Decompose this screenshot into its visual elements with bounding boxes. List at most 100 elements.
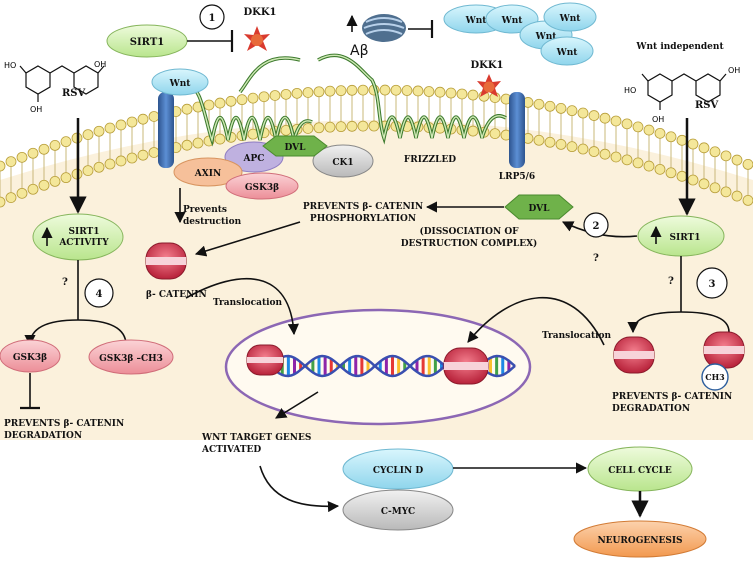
wnt-target-1: WNT TARGET GENES xyxy=(201,433,311,443)
apc-label: APC xyxy=(243,154,265,164)
lipid-head-inner xyxy=(555,138,567,150)
catenin-right-1-icon xyxy=(613,336,655,374)
prevents-phosphorylation-2: PHOSPHORYLATION xyxy=(310,214,416,224)
lipid-head-inner xyxy=(533,134,545,146)
dvl-cyto-hex xyxy=(504,194,574,220)
lipid-head-outer xyxy=(599,112,611,124)
lipid-head-inner xyxy=(346,120,358,132)
lipid-head-outer xyxy=(280,88,292,100)
lipid-head-outer xyxy=(687,138,699,150)
lipid-head-inner xyxy=(192,137,204,149)
axin-label: AXIN xyxy=(194,169,221,179)
lipid-head-outer xyxy=(291,87,303,99)
neurogenesis-label: NEUROGENESIS xyxy=(597,536,682,546)
rsv-right-oh2: OH xyxy=(652,115,664,124)
frizzled-right-inner xyxy=(317,54,507,141)
prevents-degradation-left-1: PREVENTS β- CATENIN xyxy=(4,419,124,429)
wnt-cluster-2 xyxy=(485,4,539,34)
lipid-head-outer xyxy=(676,134,688,146)
translocation-left-label: Translocation xyxy=(213,298,283,308)
beta-catenin-label: β- CATENIN xyxy=(146,290,207,300)
rsv-left-label: RSV xyxy=(62,88,86,99)
lipid-head-outer xyxy=(577,107,589,119)
sirt1-activity-line2: ACTIVITY xyxy=(58,238,109,248)
lipid-head-outer xyxy=(27,147,39,159)
lipid-head-outer xyxy=(412,85,424,97)
lipid-head-outer xyxy=(632,121,644,133)
rsv-right-label: RSV xyxy=(695,100,719,111)
lipid-head-inner xyxy=(335,121,347,133)
dvl-membrane-label: DVL xyxy=(285,143,307,153)
cyclin-d-oval xyxy=(342,448,454,490)
lipid-head-outer xyxy=(588,110,600,121)
lipid-head-inner xyxy=(742,194,753,206)
lipid-head-outer xyxy=(181,103,193,115)
lipid-head-inner xyxy=(115,155,127,167)
gsk3b-ch3-label: GSK3β –CH3 xyxy=(99,354,163,364)
cyclin-d-label: CYCLIN D xyxy=(373,466,423,476)
sirt1-activity-line1: SIRT1 xyxy=(69,227,100,237)
lipid-head-outer xyxy=(137,113,149,125)
lipid-head-inner xyxy=(643,160,655,172)
lipid-head-outer xyxy=(346,84,358,96)
lipid-head-inner xyxy=(93,161,105,173)
beta-catenin-icon xyxy=(145,242,187,280)
rsv-right-ho: HO xyxy=(624,86,636,95)
abeta-label: Aβ xyxy=(350,43,369,59)
number-2: 2 xyxy=(593,221,600,232)
lipid-head-inner xyxy=(126,152,138,164)
number-1: 1 xyxy=(209,13,216,24)
lipid-head-outer xyxy=(313,86,325,98)
question-right-1: ? xyxy=(593,253,599,264)
lipid-head-inner xyxy=(214,133,226,145)
number-3: 3 xyxy=(709,279,716,290)
wnt-cluster-label-1: Wnt xyxy=(465,16,488,26)
lipid-head-inner xyxy=(588,146,600,157)
lipid-head-inner xyxy=(49,175,61,187)
cell-cycle-label: CELL CYCLE xyxy=(608,466,672,476)
lipid-head-outer xyxy=(610,115,622,127)
frizzled-label: FRIZZLED xyxy=(404,155,456,165)
wnt-independent-label: Wnt independent xyxy=(635,42,724,52)
abeta-aggregate-icon xyxy=(362,14,406,42)
lipid-head-outer xyxy=(665,131,677,143)
lrp-right xyxy=(509,92,525,168)
lipid-head-inner xyxy=(676,170,688,182)
lipid-head-outer xyxy=(269,90,281,101)
prevents-degradation-right-2: DEGRADATION xyxy=(612,404,690,414)
lipid-head-outer xyxy=(214,97,226,109)
lipid-head-inner xyxy=(577,143,589,155)
dkk1-top-label: DKK1 xyxy=(243,7,276,18)
number-1-badge xyxy=(199,4,225,30)
lipid-head-outer xyxy=(236,94,248,106)
c-myc-label: C-MYC xyxy=(381,507,415,517)
lipid-head-inner xyxy=(654,163,666,175)
lipid-head-outer xyxy=(16,151,28,163)
frizzled-tail xyxy=(238,56,301,94)
lipid-head-inner xyxy=(137,149,149,161)
rsv-left-oh2: OH xyxy=(30,105,42,114)
translocation-right-label: Translocation xyxy=(542,331,612,341)
lipid-head-inner xyxy=(731,190,743,202)
lipid-head-outer xyxy=(148,111,160,122)
ck1-oval xyxy=(312,144,374,178)
gsk3b-oval xyxy=(0,339,61,373)
target-to-genes-arrow xyxy=(259,465,340,513)
lipid-head-outer xyxy=(38,143,50,155)
lipid-head-outer xyxy=(621,118,633,130)
lipid-head-inner xyxy=(467,125,479,137)
sirt1-right-branch-arc xyxy=(627,311,730,334)
axin-oval xyxy=(173,157,243,187)
question-right-2: ? xyxy=(668,276,674,287)
lipid-head-outer xyxy=(104,122,116,134)
rsv-left-ho: HO xyxy=(4,61,16,70)
lipid-head-inner xyxy=(610,151,622,163)
catenin-right-2-icon xyxy=(703,331,745,369)
rsv-left-molecule-icon xyxy=(19,65,105,102)
dvl-membrane-hex xyxy=(262,135,328,157)
lipid-head-outer xyxy=(698,142,710,154)
dkk1-membrane-star-icon xyxy=(477,74,501,97)
prevents-degradation-right-1: PREVENTS β- CATENIN xyxy=(612,392,732,402)
lipid-head-inner xyxy=(368,120,380,132)
sirt1-branch-arc xyxy=(24,319,127,347)
